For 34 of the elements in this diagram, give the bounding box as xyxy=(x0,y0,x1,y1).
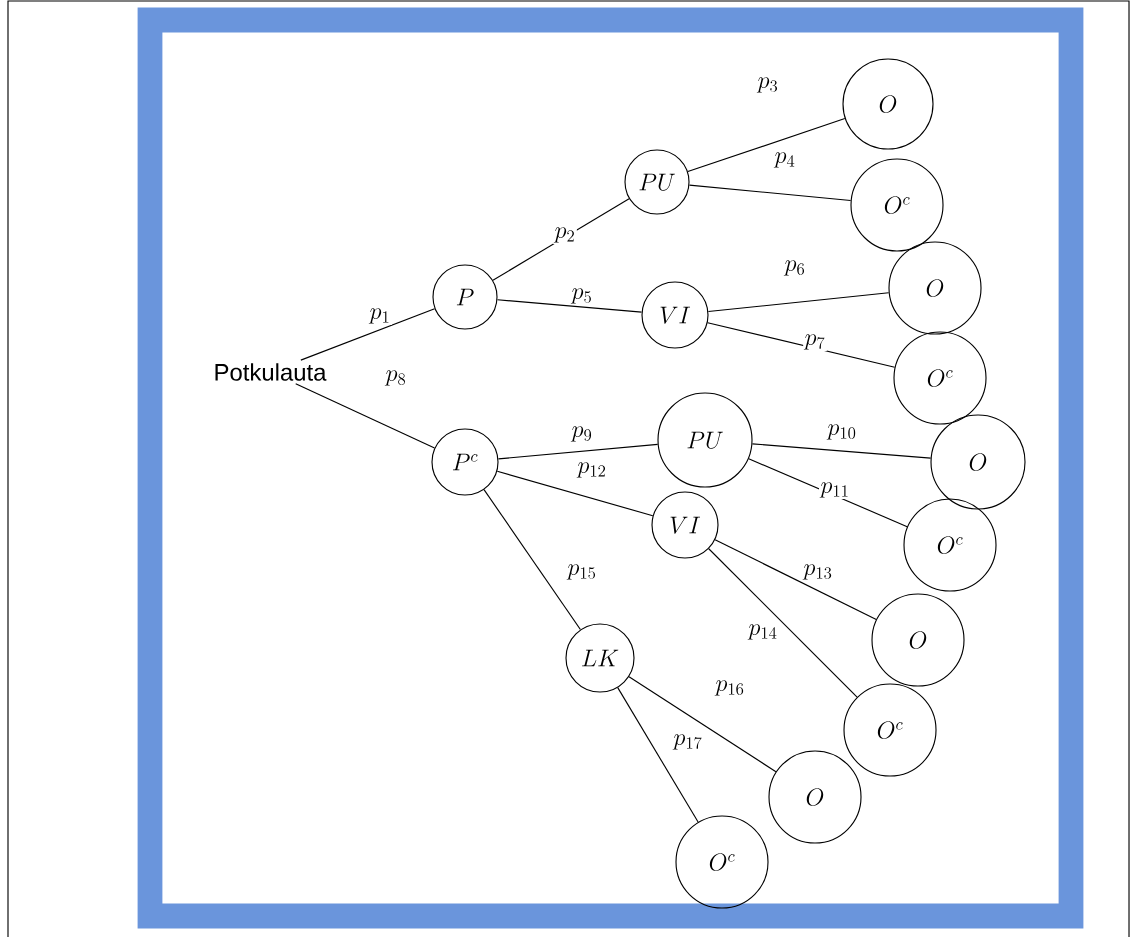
root-label: Potkulauta xyxy=(215,363,327,381)
edge-label: $p_{3}$ xyxy=(756,76,780,94)
branch-line xyxy=(708,548,858,698)
branch-line xyxy=(496,470,654,517)
edge-label: $p_{7}$ xyxy=(803,333,827,351)
edge-label: $p_{8}$ xyxy=(384,369,408,387)
edge-label: $p_{4}$ xyxy=(773,151,797,169)
edge-label: $p_{9}$ xyxy=(570,425,594,443)
edge-label: $p_{5}$ xyxy=(570,287,594,305)
edge-label: $p_{12}$ xyxy=(576,461,608,479)
branch-line xyxy=(496,299,643,313)
branch-line xyxy=(751,443,932,459)
branch-line xyxy=(300,308,436,361)
edge-label: $p_{6}$ xyxy=(783,259,807,277)
branch-line xyxy=(628,676,777,773)
branch-line xyxy=(617,687,699,823)
edge-label: $p_{15}$ xyxy=(566,563,598,581)
branch-line xyxy=(492,198,630,281)
edge-label: $p_{16}$ xyxy=(714,679,746,697)
edge-label: $p_{1}$ xyxy=(368,307,392,325)
branch-line xyxy=(714,539,877,620)
branch-line xyxy=(295,383,436,449)
edge-label: $p_{11}$ xyxy=(819,481,851,499)
branch-line xyxy=(687,118,846,173)
branch-line xyxy=(707,322,896,368)
branch-line xyxy=(497,443,659,460)
branch-line xyxy=(707,292,890,313)
edge-label: $p_{10}$ xyxy=(826,423,858,441)
branch-line xyxy=(483,489,581,631)
edge-label: $p_{17}$ xyxy=(672,733,704,751)
edge-label: $p_{2}$ xyxy=(553,226,577,244)
branch-line xyxy=(688,184,852,202)
edge-label: $p_{14}$ xyxy=(747,623,779,641)
edge-label: $p_{13}$ xyxy=(802,563,834,581)
